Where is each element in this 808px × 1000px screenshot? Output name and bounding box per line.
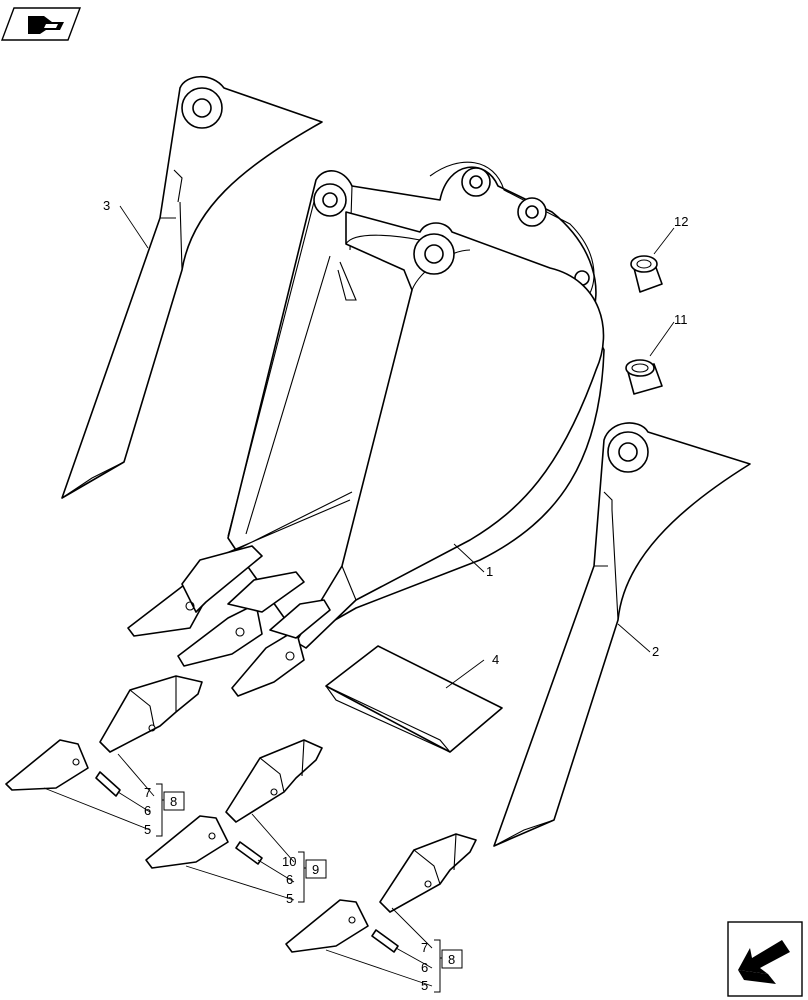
pin-c xyxy=(371,929,399,953)
bushing-12 xyxy=(630,255,663,293)
callout-5-c: 5 xyxy=(421,978,428,993)
side-plate-left xyxy=(61,75,323,499)
bushing-11 xyxy=(625,359,663,395)
leader-lines xyxy=(43,205,675,987)
pin-b xyxy=(235,841,263,865)
adapter-b xyxy=(225,739,323,823)
side-plate-right xyxy=(493,422,751,847)
callout-1: 1 xyxy=(486,564,493,579)
direction-arrow-icon[interactable] xyxy=(727,921,803,997)
callout-6-a: 6 xyxy=(144,803,151,818)
tip-a xyxy=(5,739,89,791)
adapter-c xyxy=(379,833,477,913)
callout-4: 4 xyxy=(492,652,499,667)
callout-6-b: 6 xyxy=(286,872,293,887)
callout-6-c: 6 xyxy=(421,960,428,975)
tip-b xyxy=(145,815,229,869)
callout-5-a: 5 xyxy=(144,822,151,837)
callout-5-b: 5 xyxy=(286,891,293,906)
callout-11: 11 xyxy=(674,312,688,327)
mounted-teeth xyxy=(127,545,331,697)
adapter-a xyxy=(99,675,203,753)
callout-12: 12 xyxy=(674,214,688,229)
wear-pad xyxy=(325,645,503,753)
kit-box-b xyxy=(305,859,327,879)
kit-label-8-c: 8 xyxy=(448,952,455,967)
reference-book-icon[interactable] xyxy=(0,7,82,41)
kit-box-a xyxy=(163,791,185,811)
bucket-body xyxy=(209,161,605,649)
callout-7-a: 7 xyxy=(144,785,151,800)
kit-label-9-b: 9 xyxy=(312,862,319,877)
callout-7-c: 7 xyxy=(421,940,428,955)
tip-c xyxy=(285,899,369,953)
callout-2: 2 xyxy=(652,644,659,659)
kit-label-8-a: 8 xyxy=(170,794,177,809)
kit-box-c xyxy=(441,949,463,969)
callout-10-b: 10 xyxy=(282,854,296,869)
callout-3: 3 xyxy=(103,198,110,213)
pin-a xyxy=(95,771,121,797)
